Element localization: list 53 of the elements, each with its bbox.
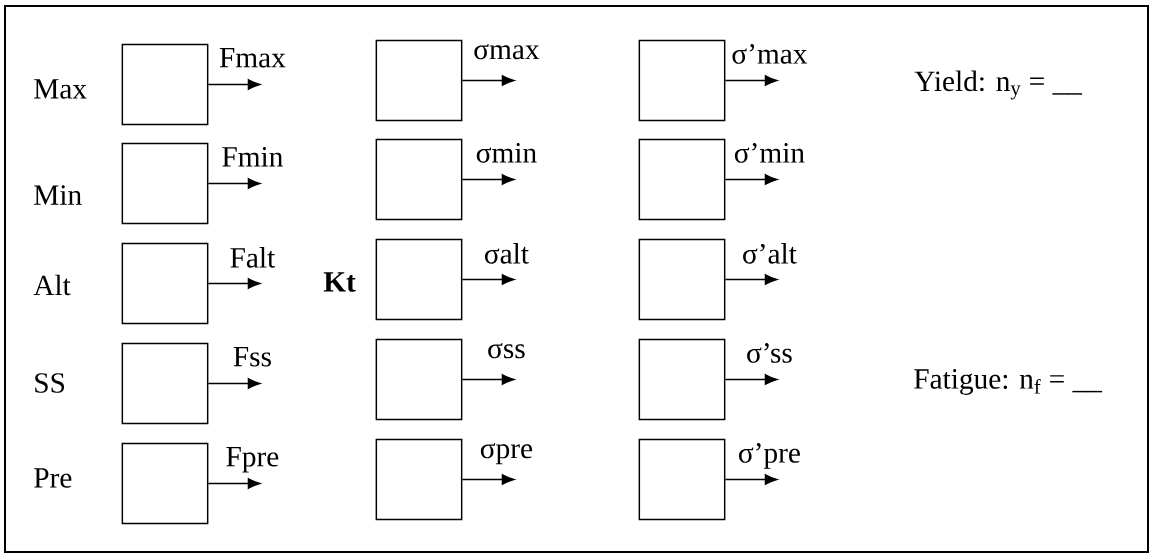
answer-box	[121, 142, 209, 225]
edge-label: Fmax	[219, 48, 286, 68]
answer-box	[375, 238, 463, 321]
edge-label: σpre	[480, 443, 532, 465]
edge-label: Fss	[233, 347, 271, 367]
arrow	[724, 274, 778, 285]
edge-label: σ’min	[734, 143, 805, 163]
factor-label: Kt	[323, 272, 356, 292]
arrow	[724, 75, 778, 86]
edge-label: Falt	[230, 247, 276, 268]
answer-box	[375, 338, 463, 421]
row-label: Min	[34, 185, 82, 205]
answer-box	[121, 43, 209, 126]
answer-box	[121, 242, 209, 325]
arrow	[207, 278, 261, 289]
yield-label: Yield: n$_{y}$ = __	[914, 70, 1083, 100]
answer-box	[638, 338, 726, 421]
fatigue-label: Fatigue: n$_{f}$ = __	[914, 369, 1103, 395]
answer-box	[121, 442, 209, 525]
arrow	[207, 178, 261, 189]
row-label: Max	[34, 79, 87, 99]
arrow	[461, 274, 515, 285]
edge-label: σ’pre	[739, 443, 800, 469]
arrow	[207, 79, 261, 90]
edge-label: Fmin	[222, 147, 283, 167]
answer-box	[638, 438, 726, 521]
edge-label: σalt	[484, 243, 529, 264]
arrow	[724, 474, 778, 485]
answer-box	[121, 342, 209, 425]
edge-label: σ’alt	[743, 243, 797, 264]
edge-label: σ’ss	[747, 343, 792, 363]
answer-box	[638, 39, 726, 122]
row-label: Pre	[34, 468, 72, 488]
row-label: SS	[35, 373, 65, 393]
arrow	[461, 75, 515, 86]
edge-label: σss	[488, 343, 525, 359]
answer-box	[638, 138, 726, 221]
arrow	[461, 174, 515, 185]
arrow	[724, 374, 778, 385]
arrow	[207, 378, 261, 389]
answer-box	[375, 438, 463, 521]
arrow	[461, 474, 515, 485]
arrow	[207, 478, 261, 489]
answer-box	[375, 138, 463, 221]
arrow	[461, 374, 515, 385]
edge-label: σmax	[474, 44, 540, 60]
row-label: Alt	[33, 274, 71, 296]
edge-label: Fpre	[226, 447, 279, 473]
arrow	[724, 174, 778, 185]
answer-box	[375, 39, 463, 122]
edge-label: σmin	[476, 143, 537, 163]
edge-label: σ’max	[732, 44, 808, 64]
answer-box	[638, 238, 726, 321]
